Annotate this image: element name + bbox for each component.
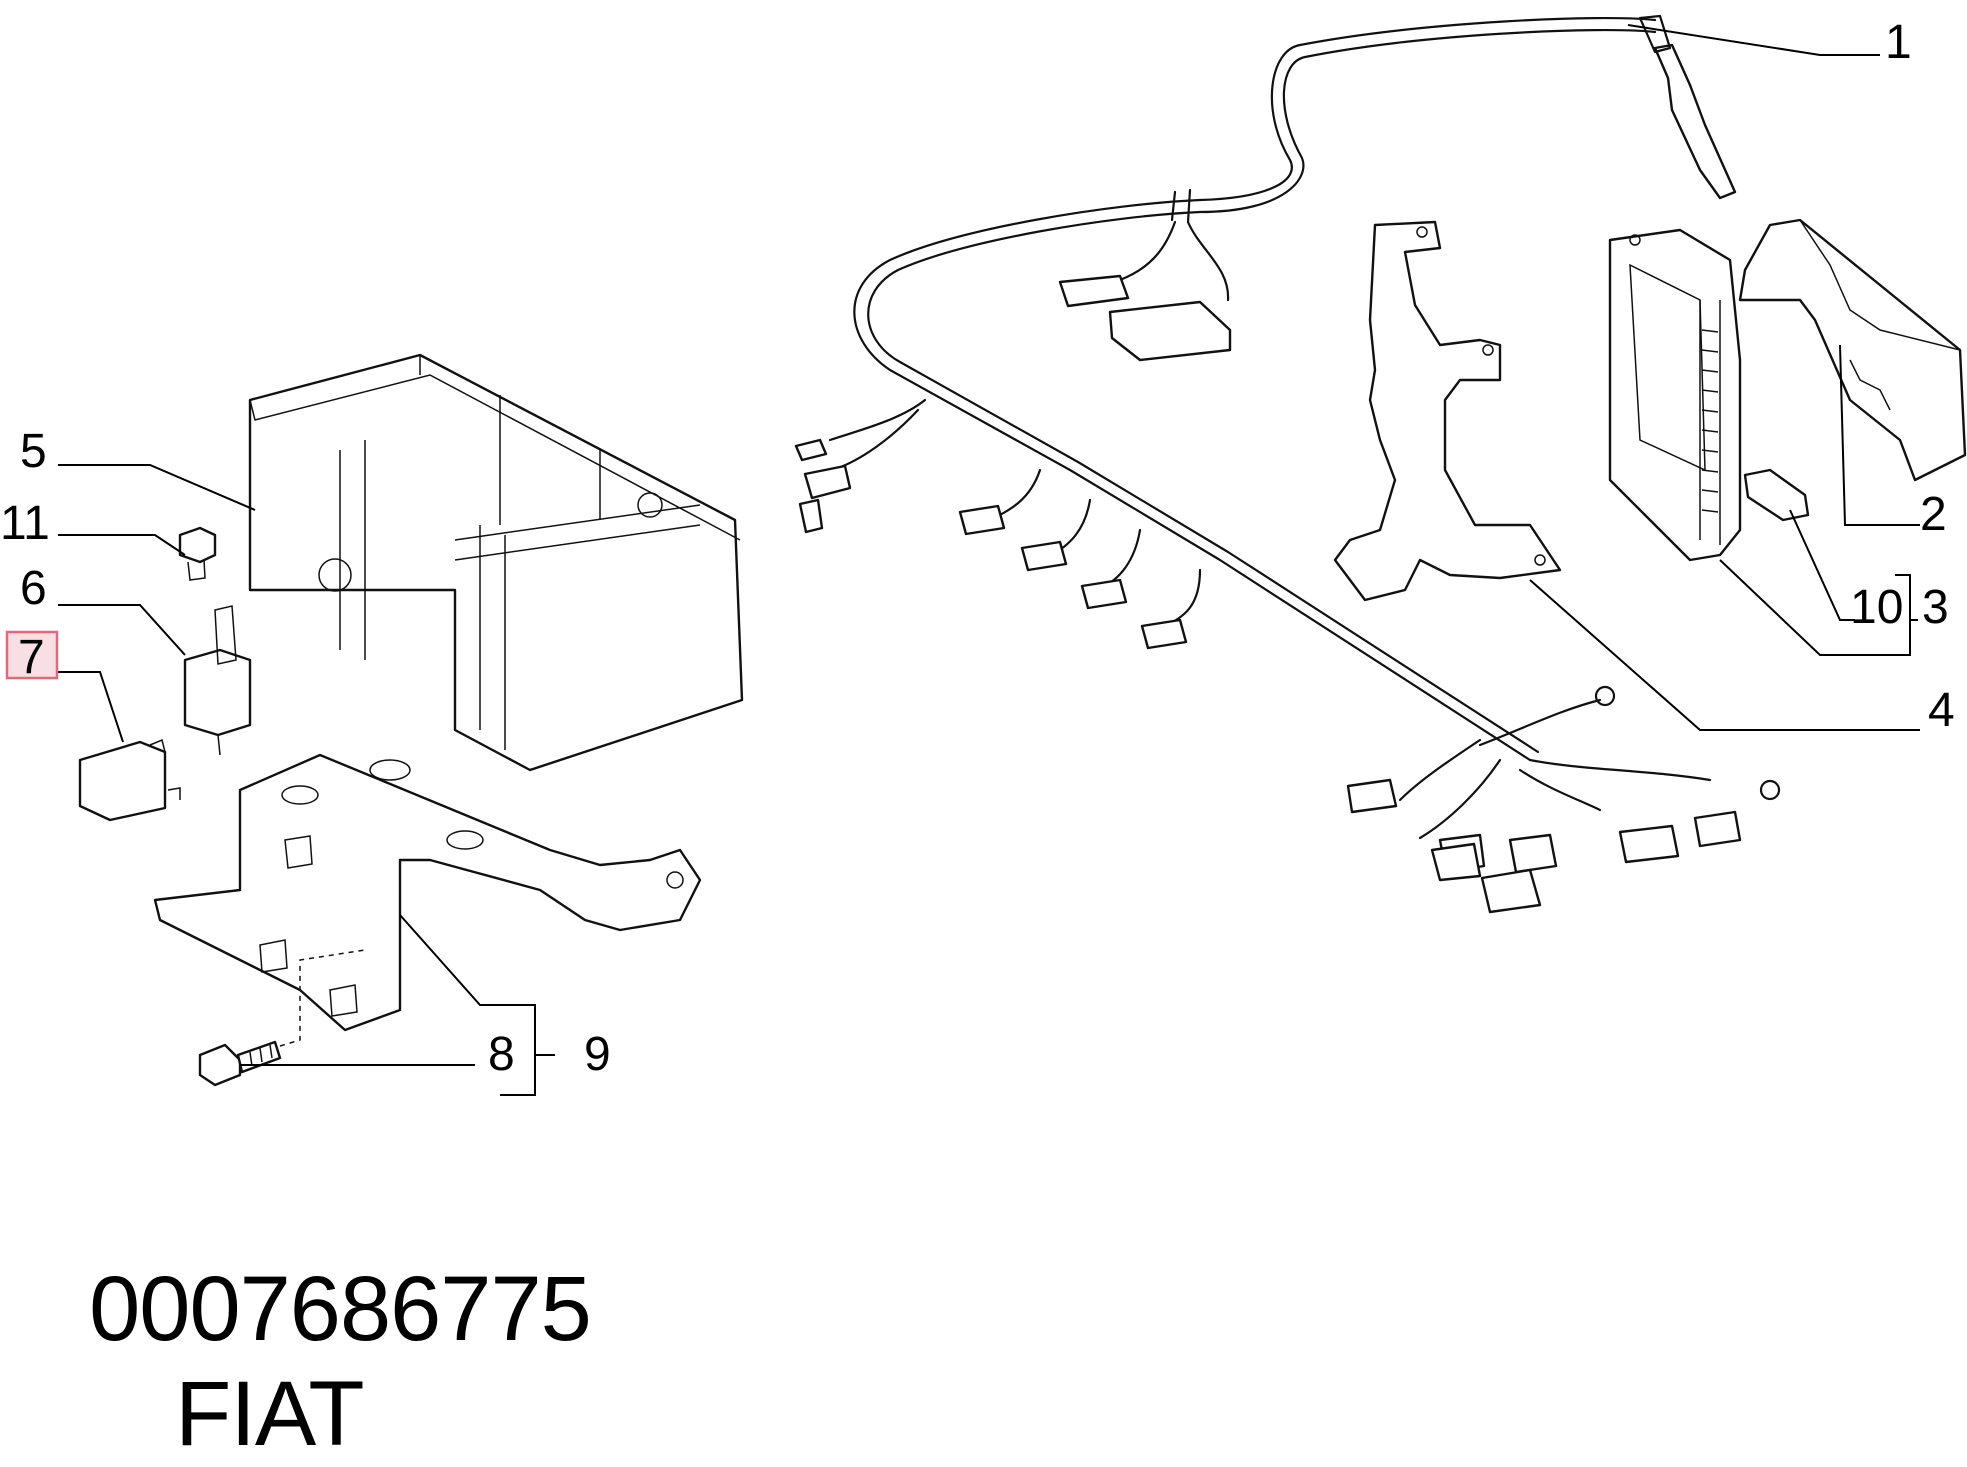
relay-part-7 [78, 738, 181, 822]
brand-name: FIAT [175, 1363, 364, 1465]
callout-10[interactable]: 10 [1850, 581, 1903, 634]
callout-4[interactable]: 4 [1928, 684, 1955, 737]
callout-11[interactable]: 11 [0, 497, 50, 550]
callout-3[interactable]: 3 [1922, 581, 1949, 634]
leader-lines [58, 24, 1920, 1096]
ecu-bracket [1333, 220, 1562, 602]
callout-7-highlight [5, 630, 59, 680]
callout-2[interactable]: 2 [1920, 488, 1947, 541]
battery-bracket [153, 753, 702, 1032]
callout-1[interactable]: 1 [1885, 16, 1912, 69]
callout-8[interactable]: 8 [488, 1028, 515, 1081]
callout-5[interactable]: 5 [20, 425, 47, 478]
callout-7[interactable]: 7 [18, 631, 45, 684]
parts-exploded-diagram: 1 2 3 10 4 5 11 6 7 8 9 [0, 14, 1967, 1096]
wiring-harness [794, 14, 1781, 914]
ecu-module [1608, 228, 1742, 562]
battery-cover [248, 353, 744, 772]
plug-part-11 [178, 526, 217, 581]
ecu-connector-part-10 [1743, 468, 1810, 522]
connector-cover [1738, 218, 1967, 482]
part-caption: 0007686775 FIAT [40, 1152, 592, 1467]
callouts: 1 2 3 10 4 5 11 6 7 8 9 [0, 16, 1955, 1081]
callout-9[interactable]: 9 [584, 1028, 611, 1081]
part-number: 0007686775 [89, 1258, 592, 1360]
callout-6[interactable]: 6 [20, 562, 47, 615]
relay-part-6 [183, 605, 252, 756]
